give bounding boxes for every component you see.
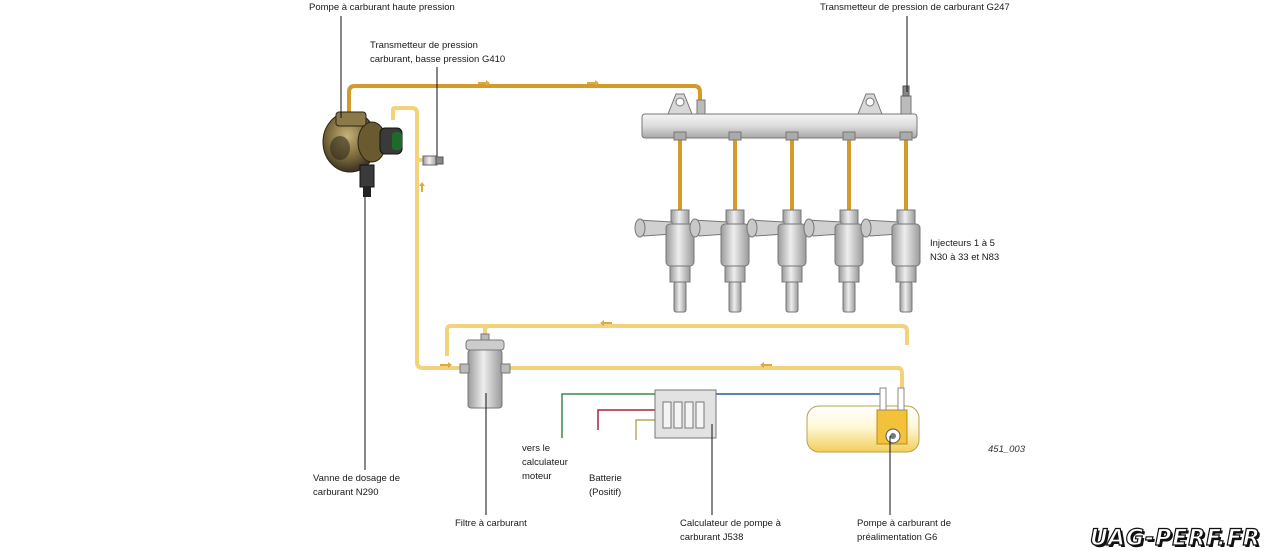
g410-sensor (422, 155, 444, 166)
watermark-logo: UAG-PERF.FR (1089, 525, 1261, 551)
label-g247: Transmetteur de pression de carburant G2… (820, 2, 1010, 13)
control-unit-j538 (654, 389, 717, 439)
leader-lines (340, 16, 908, 515)
label-hp-pump: Pompe à carburant haute pression (309, 2, 455, 13)
injector-2 (689, 209, 750, 313)
label-injectors: Injecteurs 1 à 5 N30 à 33 et N83 (930, 238, 1000, 263)
label-n290: Vanne de dosage de carburant N290 (313, 473, 400, 498)
injector-1 (634, 209, 695, 313)
figure-reference: 451_003 (988, 444, 1025, 455)
label-filter: Filtre à carburant (455, 518, 527, 529)
injector-5 (860, 209, 921, 313)
label-g410: Transmetteur de pression carburant, bass… (370, 40, 506, 65)
high-pressure-pump (322, 111, 403, 197)
flow-arrows (419, 80, 772, 368)
label-g6: Pompe à carburant de préalimentation G6 (857, 518, 952, 543)
low-pressure-lines (391, 106, 909, 408)
fuel-rail (641, 85, 918, 141)
injectors (634, 209, 921, 313)
fuel-filter (459, 333, 511, 409)
label-battery: Batterie (Positif) (589, 473, 622, 498)
fuel-tank (806, 387, 920, 453)
injector-4 (803, 209, 864, 313)
injector-3 (746, 209, 807, 313)
label-ecu: vers le calculateur moteur (522, 443, 568, 482)
high-pressure-lines (347, 84, 908, 212)
label-j538: Calculateur de pompe à carburant J538 (680, 518, 781, 543)
